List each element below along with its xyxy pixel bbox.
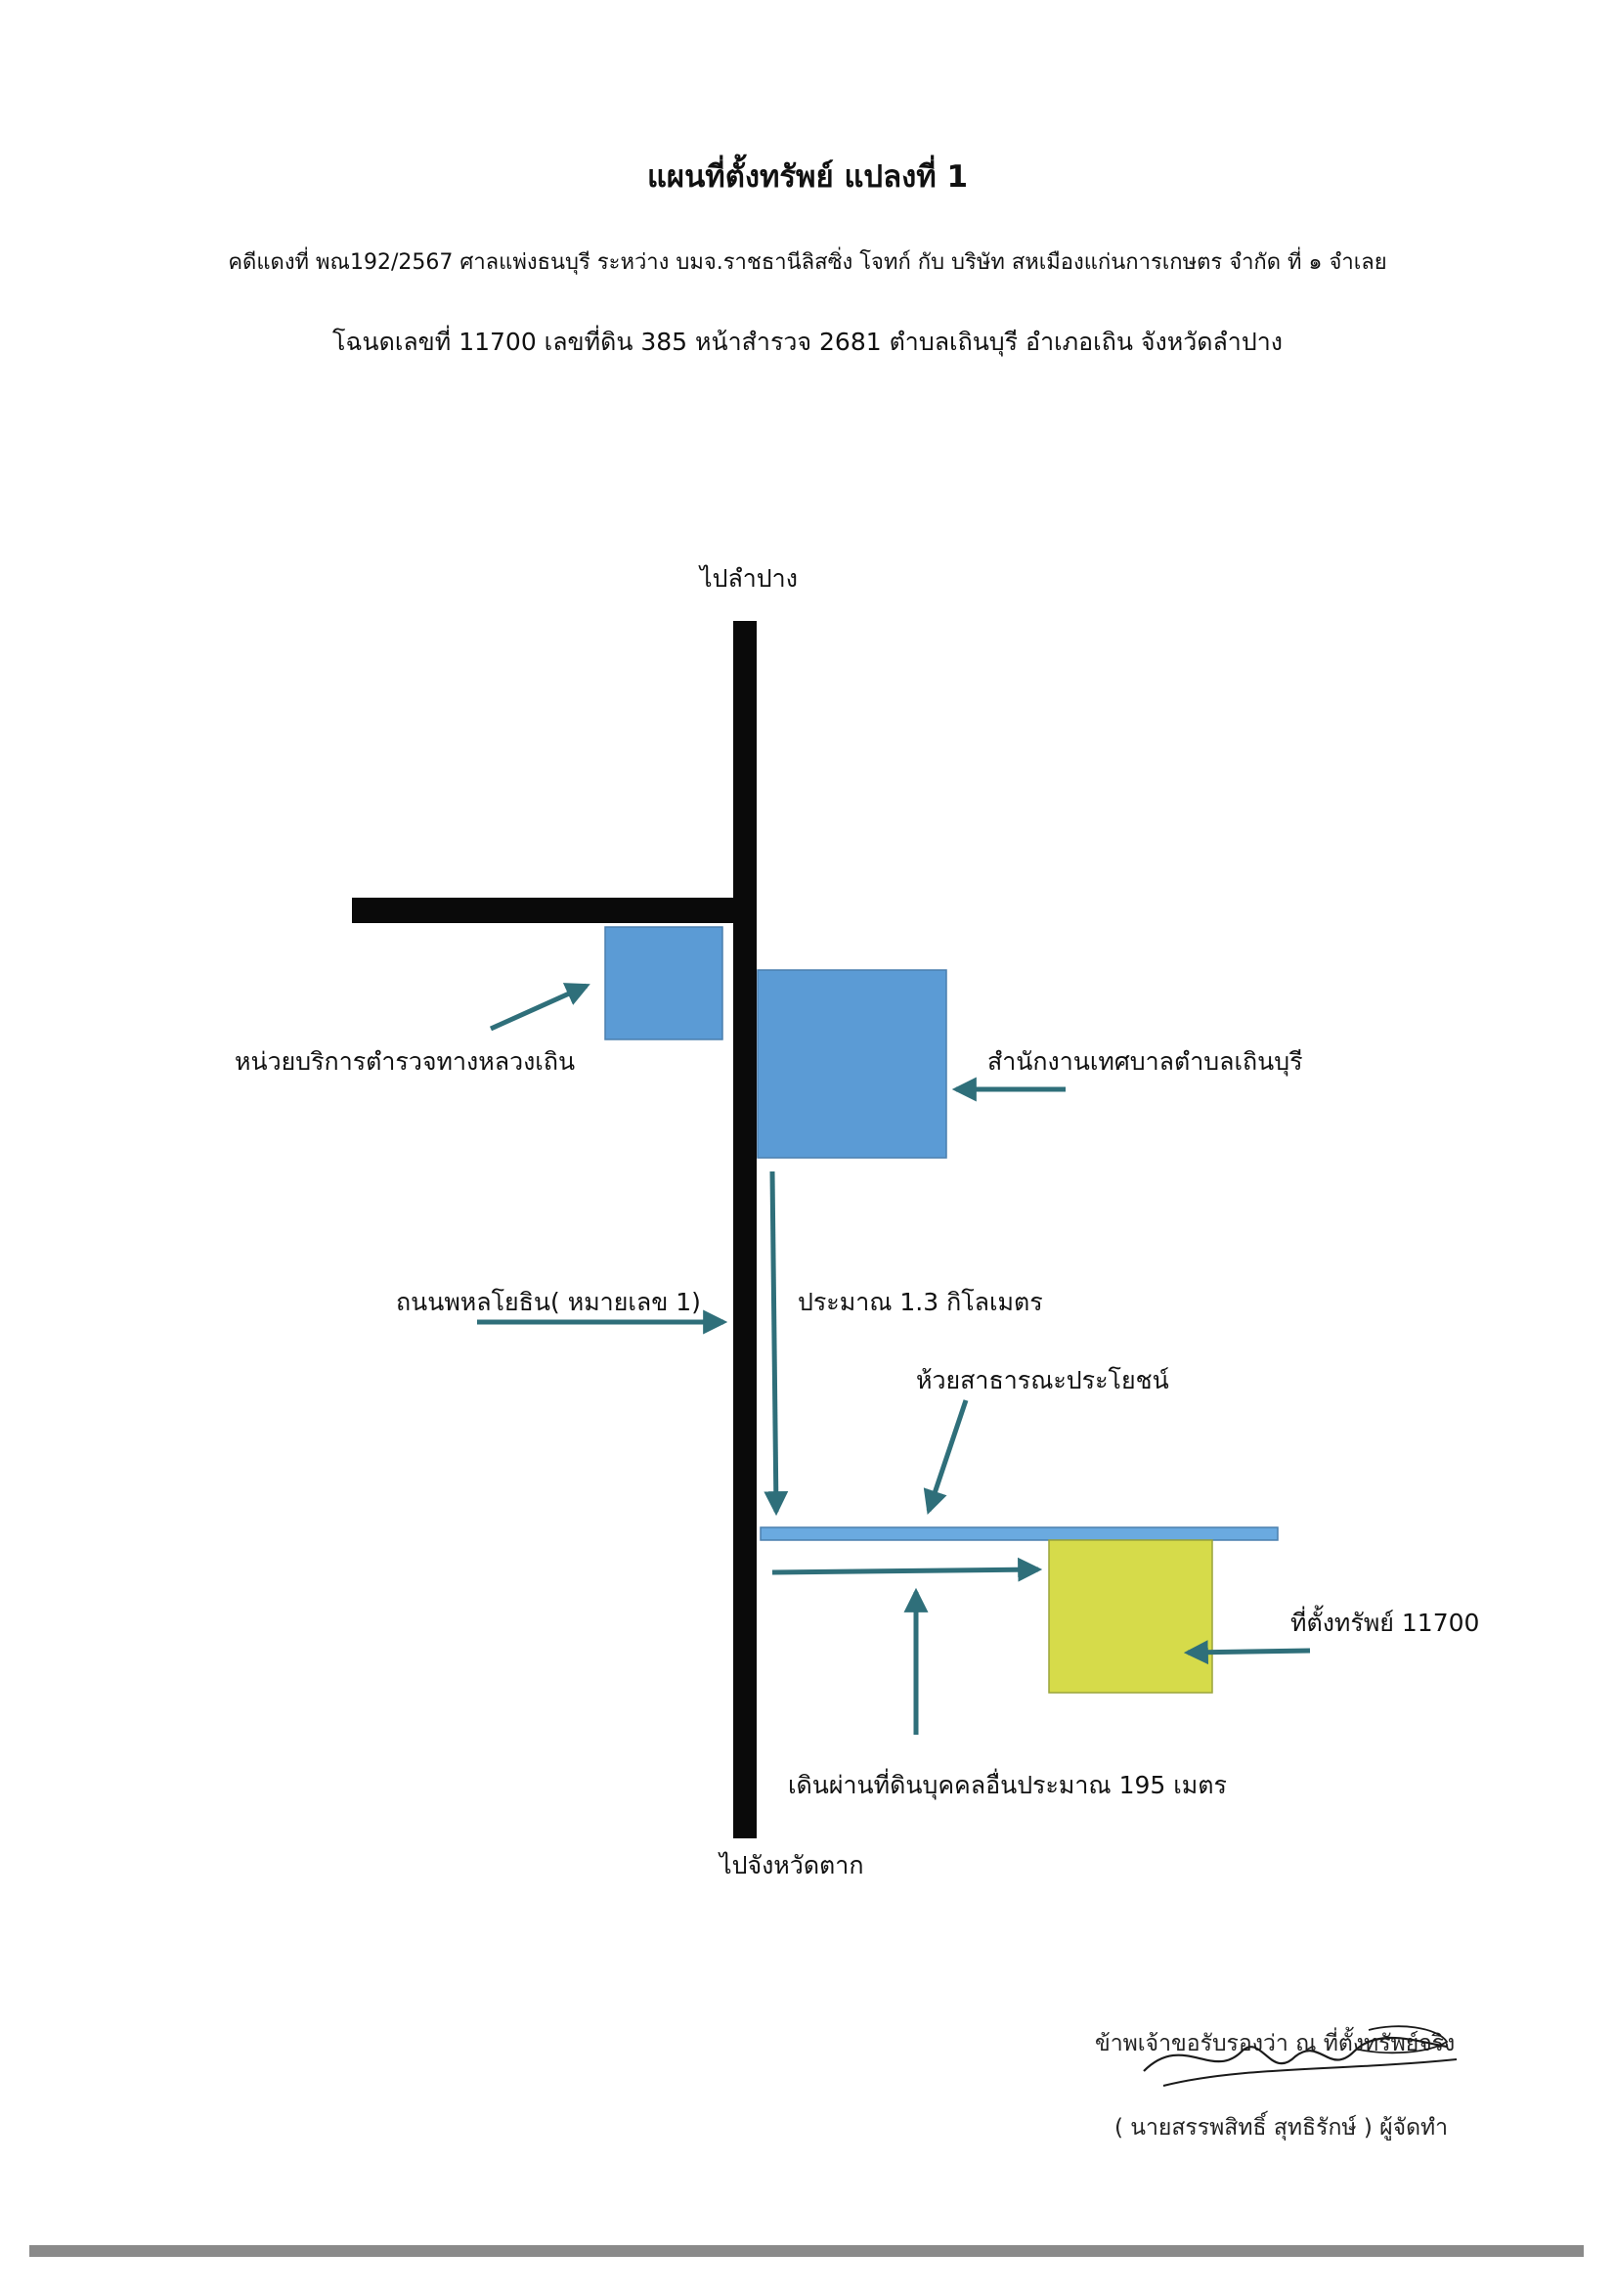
property-arrow [1183, 1640, 1311, 1665]
walk-label: เดินผ่านที่ดินบุคคลอื่นประมาณ 195 เมตร [788, 1771, 1227, 1799]
page-title: แผนที่ตั้งทรัพย์ แปลงที่ 1 [646, 159, 969, 195]
property-plot [1048, 1539, 1213, 1694]
police-unit-block [604, 926, 723, 1040]
side-road [352, 898, 757, 923]
south-label: ไปจังหวัดตาก [720, 1851, 864, 1879]
deed-line: โฉนดเลขที่ 11700 เลขที่ดิน 385 หน้าสำรวจ… [332, 328, 1283, 356]
municipal-office-block [757, 969, 947, 1159]
signature [1143, 2025, 1458, 2087]
property-label: ที่ตั้งทรัพย์ 11700 [1290, 1609, 1480, 1637]
canal-label: ห้วยสาธารณะประโยชน์ [916, 1366, 1169, 1394]
north-label: ไปลำปาง [700, 564, 798, 593]
scan-border [29, 2245, 1584, 2257]
distance-arrow [764, 1170, 789, 1517]
signer-name: ( นายสรรพสิทธิ์ สุทธิรักษ์ ) ผู้จัดทำ [1114, 2115, 1449, 2141]
distance-label: ประมาณ 1.3 กิโลเมตร [798, 1288, 1043, 1316]
police-arrow [489, 983, 590, 1032]
canal-arrow [923, 1399, 969, 1515]
main-road [733, 621, 757, 1838]
municipal-office-label: สำนักงานเทศบาลตำบลเถินบุรี [987, 1047, 1303, 1076]
case-line: คดีแดงที่ พณ192/2567 ศาลแพ่งธนบุรี ระหว่… [228, 250, 1387, 275]
police-unit-label: หน่วยบริการตำรวจทางหลวงเถิน [235, 1047, 576, 1076]
walk-arrow [771, 1557, 1043, 1582]
road-label: ถนนพหลโยธิน( หมายเลข 1) [396, 1288, 701, 1316]
canal [760, 1526, 1279, 1541]
